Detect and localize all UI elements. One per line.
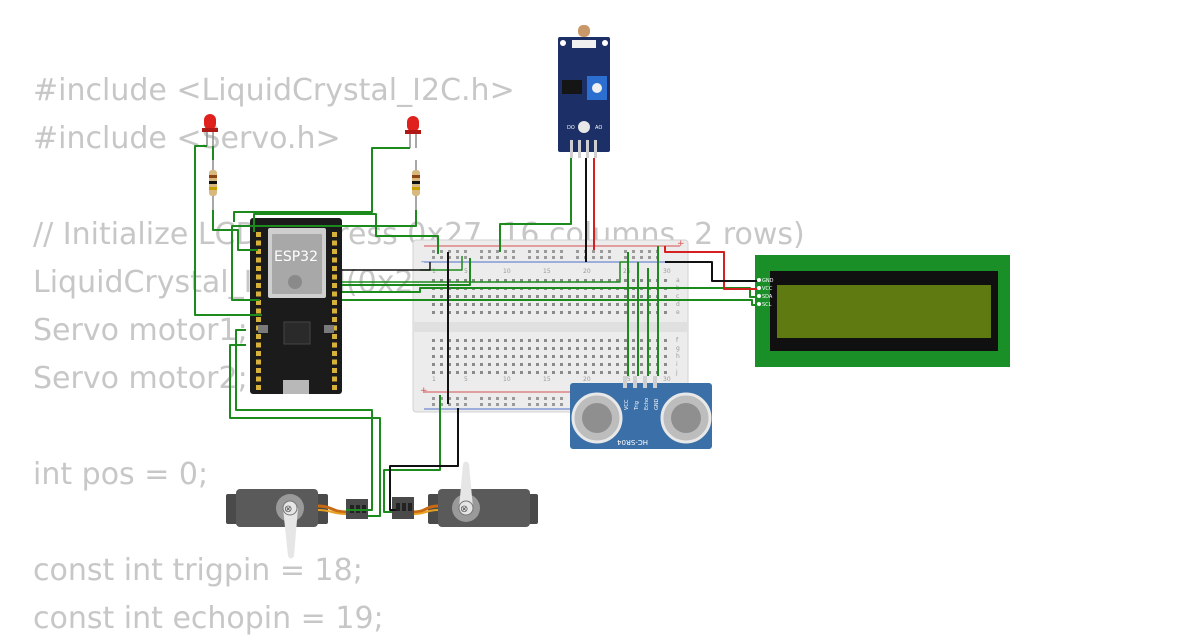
ultrasonic-label: HC-SR04 [617, 438, 648, 446]
svg-text:⊗: ⊗ [460, 504, 468, 515]
breadboard[interactable]: 1 5 10 15 20 25 30 1 5 10 15 20 25 30 a … [412, 239, 689, 413]
wire-black [342, 262, 431, 271]
ultrasonic-pin-gnd: GND [654, 398, 660, 410]
servo-motor-2[interactable]: ⊗ [392, 461, 538, 528]
esp32-pin-headers [256, 232, 337, 390]
ldr-pin-do: DO [567, 125, 575, 131]
led-1[interactable] [202, 114, 218, 146]
wire-green [499, 158, 572, 252]
bb-col-number: 1 [432, 268, 436, 275]
bb-row-letter: j [675, 369, 678, 376]
bb-row-letter: h [676, 353, 680, 360]
espressif-logo-icon [288, 275, 302, 289]
servo-horn-icon [283, 508, 298, 559]
bb-row-letter: e [676, 309, 680, 316]
led-2[interactable] [405, 116, 421, 148]
comparator-chip [562, 80, 582, 94]
bb-col-number: 25 [623, 268, 631, 275]
wire-black [389, 408, 459, 511]
bb-col-number: 5 [464, 376, 468, 383]
lcd-display[interactable]: GND VCC SDA SCL [755, 255, 1010, 367]
code-line: int pos = 0; [33, 457, 209, 492]
wire-green [383, 395, 441, 513]
bb-row-letter: g [676, 345, 680, 352]
photoresistor [578, 25, 590, 37]
wire-red [664, 246, 757, 290]
servo-motor-1[interactable]: ⊗ [226, 489, 368, 559]
bb-rail-plus: + [420, 386, 428, 396]
bb-row-letter: a [676, 277, 680, 284]
bb-col-number: 30 [663, 376, 671, 383]
servo-horn-icon [459, 461, 473, 508]
wire-green [342, 299, 757, 306]
resistor-1-icon[interactable] [209, 160, 217, 210]
code-line: Servo motor2; [33, 361, 248, 396]
wire-green [212, 210, 258, 251]
code-line: #include <LiquidCrystal_I2C.h> [33, 73, 515, 108]
ldr-pin-ao: AO [595, 125, 602, 131]
wire-black [665, 261, 757, 282]
wire-green [342, 258, 471, 286]
resistor-2-icon[interactable] [412, 160, 420, 210]
wires [194, 145, 757, 517]
bb-rail-plus: + [677, 239, 685, 249]
bb-col-number: 10 [503, 376, 511, 383]
code-editor-background: #include <LiquidCrystal_I2C.h> #include … [33, 67, 805, 643]
svg-text:⊗: ⊗ [284, 504, 292, 515]
bb-col-number: 10 [503, 268, 511, 275]
bb-col-number: 20 [583, 268, 591, 275]
ldr-sensor-module[interactable]: DO AO [558, 25, 610, 158]
circuit-diagram: 1 5 10 15 20 25 30 1 5 10 15 20 25 30 a … [194, 25, 1010, 559]
code-line: Servo motor1; [33, 313, 248, 348]
bb-row-letter: d [676, 301, 680, 308]
usb-port [283, 380, 309, 394]
code-line: const int trigpin = 18; [33, 553, 363, 588]
breadboard-labels: 1 5 10 15 20 25 30 1 5 10 15 20 25 30 a … [420, 239, 685, 396]
wire-green [194, 145, 262, 316]
reset-button[interactable] [324, 325, 334, 333]
bb-row-letter: i [676, 361, 678, 368]
bb-col-number: 15 [543, 376, 551, 383]
ultrasonic-pin-trig: Trig [634, 401, 640, 411]
lcd-pin-scl: SCL [762, 302, 772, 308]
lcd-pin-vcc: VCC [762, 286, 773, 292]
wire-green [231, 210, 417, 301]
code-line: #include <Servo.h> [33, 121, 341, 156]
bb-col-number: 1 [432, 376, 436, 383]
wire-green [253, 213, 439, 254]
wire-green [342, 261, 628, 283]
lcd-pin-gnd: GND [762, 278, 774, 284]
bb-col-number: 30 [663, 268, 671, 275]
wire-green [235, 329, 373, 511]
bb-row-letter: f [676, 337, 679, 344]
boot-button[interactable] [258, 325, 268, 333]
ultrasonic-pin-vcc: VCC [624, 399, 630, 410]
wire-green [233, 147, 410, 222]
bb-col-number: 5 [464, 268, 468, 275]
esp32-board[interactable]: ESP32 [250, 218, 342, 394]
lcd-screen [777, 285, 991, 338]
bb-col-number: 15 [543, 268, 551, 275]
lcd-pin-sda: SDA [762, 294, 773, 300]
wire-green [420, 256, 463, 271]
bb-rail-minus: - [421, 257, 424, 267]
bb-col-number: 20 [583, 376, 591, 383]
bb-row-letter: c [676, 293, 679, 300]
esp32-label: ESP32 [274, 249, 318, 265]
ultrasonic-sensor[interactable]: VCC Trig Echo GND HC-SR04 [570, 376, 712, 449]
esp32-chip [283, 321, 311, 345]
wire-green [342, 287, 757, 298]
wire-green [229, 344, 381, 517]
ultrasonic-pin-echo: Echo [644, 398, 650, 410]
breadboard-holes [432, 250, 667, 406]
